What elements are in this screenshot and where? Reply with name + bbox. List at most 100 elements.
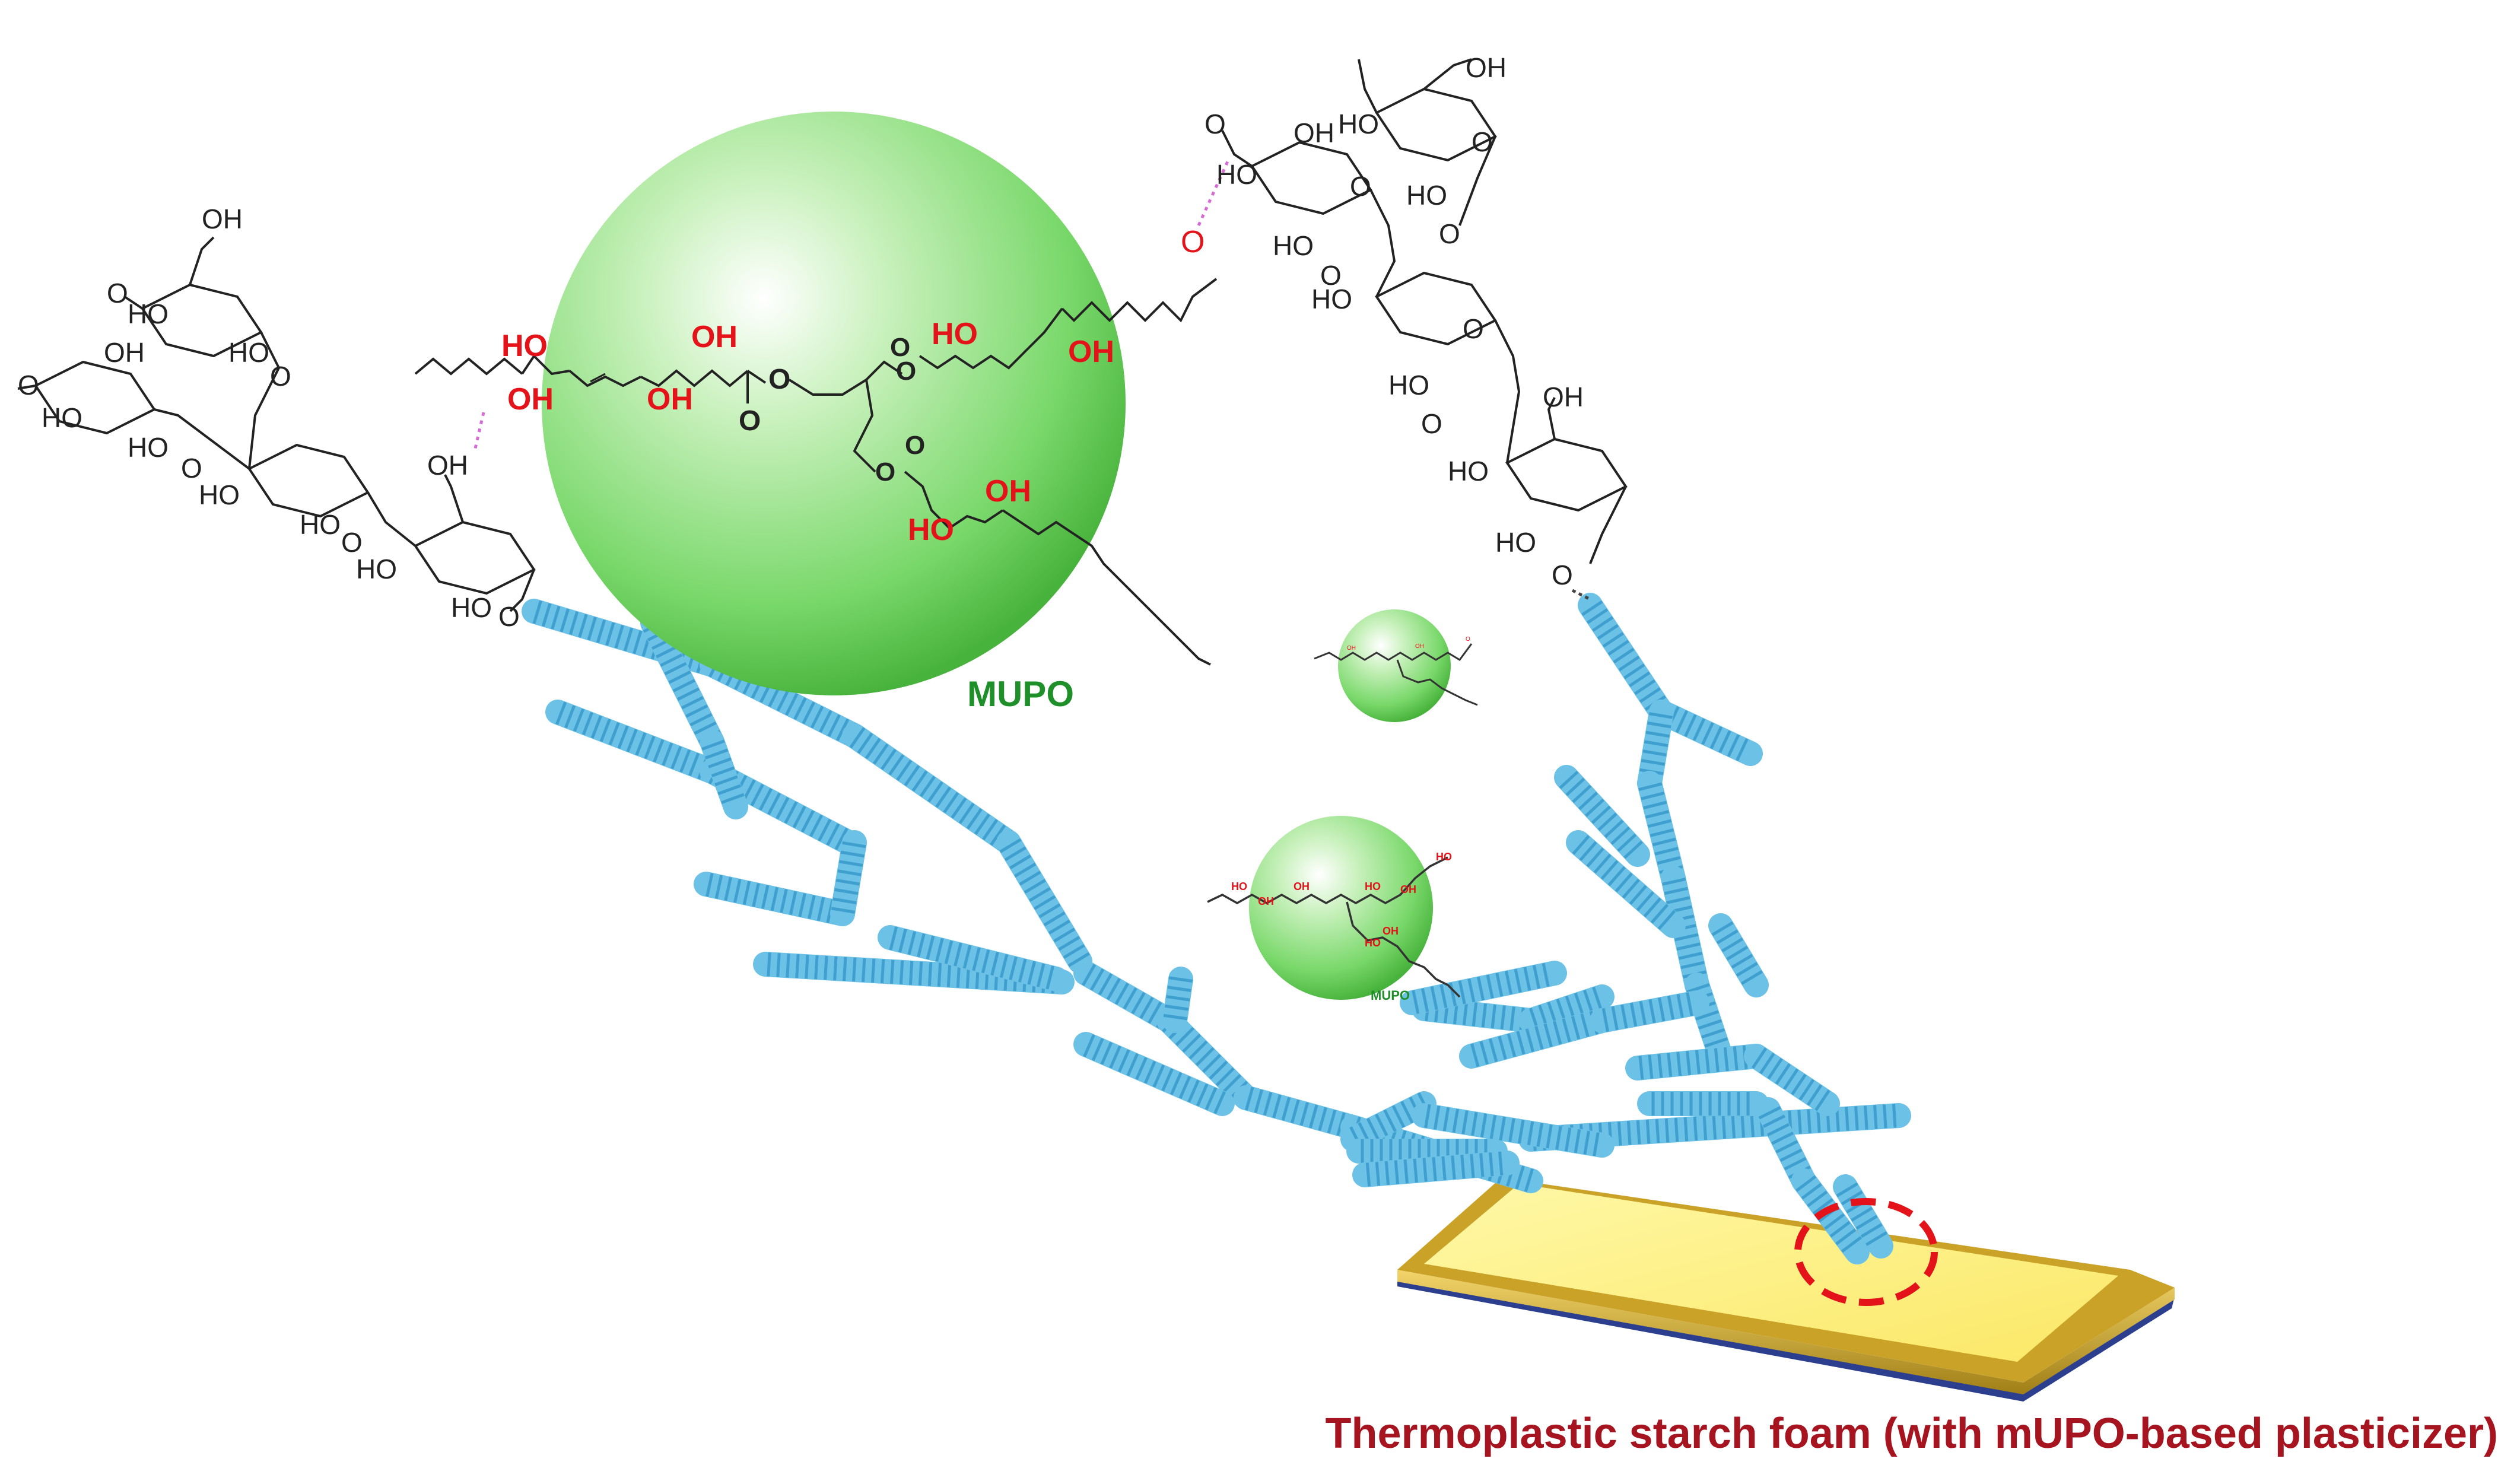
starch-chain-ring xyxy=(1139,996,1154,1019)
starch-chain-ring xyxy=(717,784,742,796)
starch-chain-ring xyxy=(1648,1054,1654,1079)
amylopectin-chains xyxy=(522,593,1911,1264)
starch-chain-ring xyxy=(1090,968,1105,991)
starch-chain-ring xyxy=(1766,1123,1790,1137)
starch-chain-ring xyxy=(1413,1158,1418,1183)
starch-chain-ring xyxy=(1213,1091,1226,1114)
starch-chain-ring xyxy=(1029,887,1051,902)
starch-chain-segment xyxy=(878,925,1069,992)
starch-chain-ring xyxy=(1281,1097,1291,1121)
starch-chain-ring xyxy=(1195,1047,1215,1066)
starch-chain-ring xyxy=(1643,897,1661,918)
starch-chain-ring xyxy=(1148,1001,1162,1024)
starch-chain-ring xyxy=(1083,1034,1095,1057)
starch-chain-ring xyxy=(926,935,935,959)
atom-o: O xyxy=(1552,560,1573,590)
starch-chain-ring xyxy=(827,714,841,737)
starch-chain-segment xyxy=(1661,866,1709,997)
starch-chain-ring xyxy=(843,957,847,981)
starch-chain-ring xyxy=(1508,1118,1515,1142)
starch-chain-ring xyxy=(927,781,943,803)
atom-o: O xyxy=(270,361,291,392)
atom-ho: HO xyxy=(1216,159,1257,190)
atom-o: O xyxy=(768,364,790,395)
starch-chain-ring xyxy=(1556,999,1566,1022)
starch-chain-ring xyxy=(1662,878,1686,886)
starch-chain-ring xyxy=(1714,1048,1720,1072)
atom-oh: OH xyxy=(1294,117,1334,148)
starch-chain-ring xyxy=(1683,1117,1689,1142)
starch-chain-ring xyxy=(1442,1107,1450,1132)
starch-chain-ring xyxy=(1759,1053,1775,1075)
starch-chain-ring xyxy=(644,736,656,760)
starch-chain-ring xyxy=(1641,792,1665,800)
starch-chain-ring xyxy=(862,958,866,983)
starch-chain-segment xyxy=(842,723,1021,855)
atom-o: O xyxy=(18,370,39,401)
starch-chain-ring xyxy=(679,749,691,773)
atom-ho: HO xyxy=(1388,370,1429,401)
starch-chain-ring xyxy=(1571,1016,1581,1040)
starch-chain-ring xyxy=(1620,1004,1628,1029)
starch-chain-ring xyxy=(789,891,797,915)
atom-o: O xyxy=(181,453,202,484)
starch-chain-ring xyxy=(1741,970,1763,985)
svg-text:OH: OH xyxy=(1294,881,1310,892)
starch-chain-ring xyxy=(1034,895,1056,910)
starch-chain-ring xyxy=(1807,1190,1828,1207)
starch-chain-ring xyxy=(1014,862,1037,878)
starch-chain-ring xyxy=(1684,714,1697,738)
starch-chain-ring xyxy=(1027,961,1036,985)
svg-text:HO: HO xyxy=(1436,851,1452,863)
starch-chain-ring xyxy=(1654,847,1679,856)
starch-chain-ring xyxy=(1686,983,1710,994)
starch-chain-ring xyxy=(1593,1132,1600,1156)
starch-chain-ring xyxy=(614,625,624,649)
starch-chain-ring xyxy=(1467,978,1476,1003)
atom-oh: HO xyxy=(501,329,548,363)
starch-chain-ring xyxy=(1572,784,1592,803)
starch-chain-ring xyxy=(946,963,952,987)
starch-chain-ring xyxy=(1712,1115,1717,1140)
starch-chain-ring xyxy=(1452,1108,1460,1133)
starch-chain-ring xyxy=(1597,812,1617,831)
starch-chain-ring xyxy=(1704,1049,1710,1073)
starch-chain-ring xyxy=(1365,1162,1371,1187)
starch-chain-ring xyxy=(1623,840,1643,859)
starch-chain-ring xyxy=(918,961,923,986)
starch-chain-ring xyxy=(1202,1054,1222,1073)
starch-chain-ring xyxy=(1676,1051,1682,1076)
starch-chain-ring xyxy=(1574,1129,1581,1153)
starch-chain-ring xyxy=(1865,1231,1887,1246)
starch-chain-ring xyxy=(981,949,990,974)
starch-chain-segment xyxy=(1708,913,1769,997)
atom-ho: HO xyxy=(1448,456,1489,487)
mupo-label: MUPO xyxy=(967,674,1074,714)
starch-chain-ring xyxy=(694,721,717,735)
starch-chain-ring xyxy=(1509,1006,1515,1031)
starch-chain-ring xyxy=(1645,810,1670,819)
starch-chain-ring xyxy=(1676,994,1684,1018)
starch-chain-ring xyxy=(1308,1104,1318,1129)
starch-chain-ring xyxy=(724,876,732,901)
starch-chain-ring xyxy=(990,824,1006,846)
starch-chain-ring xyxy=(1709,726,1723,749)
starch-chain-ring xyxy=(1657,1054,1663,1078)
starch-chain-ring xyxy=(653,739,665,762)
starch-chain-ring xyxy=(1892,1104,1897,1128)
starch-chain-ring xyxy=(1175,1027,1194,1046)
starch-chain-segment xyxy=(1833,1174,1893,1259)
starch-chain-ring xyxy=(1674,933,1699,942)
starch-chain-ring xyxy=(681,695,704,710)
starch-chain-ring xyxy=(943,792,959,814)
starch-chain-ring xyxy=(1733,1046,1739,1070)
atom-o: O xyxy=(1320,260,1342,291)
starch-chain-ring xyxy=(1702,1116,1708,1140)
atom-o: O xyxy=(1421,408,1442,439)
atom-oh: OH xyxy=(507,382,554,417)
mupo-sphere-large xyxy=(542,112,1126,695)
starch-chain-ring xyxy=(1135,1057,1148,1081)
starch-chain-ring xyxy=(587,617,597,641)
starch-chain-ring xyxy=(1205,1087,1218,1111)
starch-chain-ring xyxy=(1499,1116,1506,1141)
